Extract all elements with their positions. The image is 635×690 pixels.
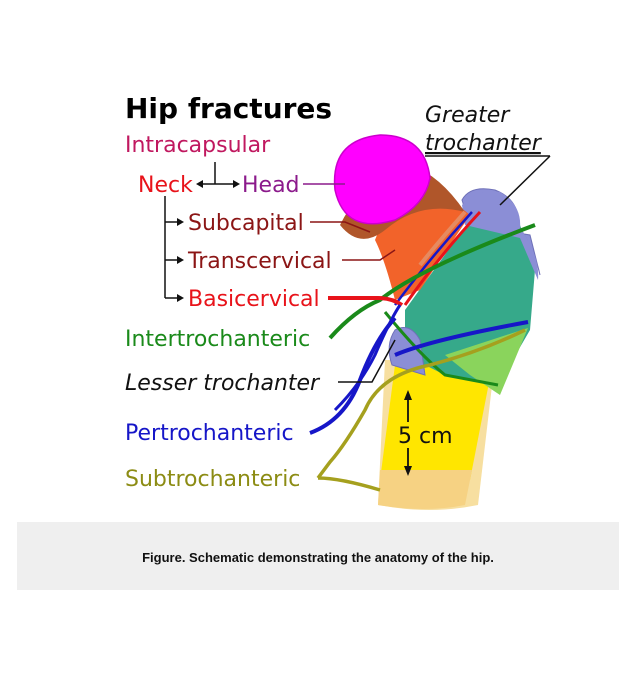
pertrochanteric-label: Pertrochanteric [125, 421, 294, 446]
basicervical-label: Basicervical [188, 287, 320, 312]
measure-arrowhead-up [404, 390, 412, 400]
basicervical-fracture-line [403, 210, 482, 306]
greater-trochanter-label-line2: trochanter [425, 131, 543, 156]
femur-shaft-lower [378, 470, 472, 509]
measure-label: 5 cm [398, 424, 453, 449]
caption-band: Figure. Schematic demonstrating the anat… [17, 522, 619, 590]
subtrochanteric-label: Subtrochanteric [125, 467, 300, 492]
subcapital-leader [310, 221, 371, 233]
intertrochanteric-label: Intertrochanteric [125, 327, 310, 352]
femoral-head [333, 134, 431, 225]
neck-label: Neck [138, 173, 193, 198]
greater-trochanter-body [462, 191, 539, 280]
lesser-trochanter-leader [338, 339, 396, 383]
subcapital-fracture-line [418, 210, 467, 267]
head-label: Head [242, 173, 300, 198]
pertrochanteric-zone [445, 328, 528, 395]
tree-arrowheads [177, 180, 240, 302]
lesser-trochanter-label: Lesser trochanter [125, 371, 321, 396]
hip-fracture-diagram: 5 cm Hip fractures Greater trochanter In… [125, 92, 551, 510]
transcervical-label: Transcervical [187, 249, 332, 274]
measure-arrowhead-down [404, 466, 412, 476]
subtrochanteric-fracture-line [316, 328, 526, 480]
basicervical-to-label [328, 296, 404, 307]
intertrochanteric-fracture-line [328, 223, 536, 340]
greater-trochanter-label-line1: Greater [425, 103, 511, 128]
greater-trochanter-leader [499, 155, 551, 206]
subcapital-label: Subcapital [188, 211, 304, 236]
subtrochanteric-fracture-line-2 [317, 476, 381, 492]
intracapsular-label: Intracapsular [125, 133, 271, 158]
transcervical-leader [342, 249, 396, 261]
neck-zone [375, 197, 470, 300]
diagram-title: Hip fractures [125, 92, 332, 125]
figure-caption: Figure. Schematic demonstrating the anat… [142, 550, 494, 565]
basicervical-fracture-line-2 [393, 211, 473, 306]
pertrochanteric-fracture-line-2 [333, 304, 402, 412]
